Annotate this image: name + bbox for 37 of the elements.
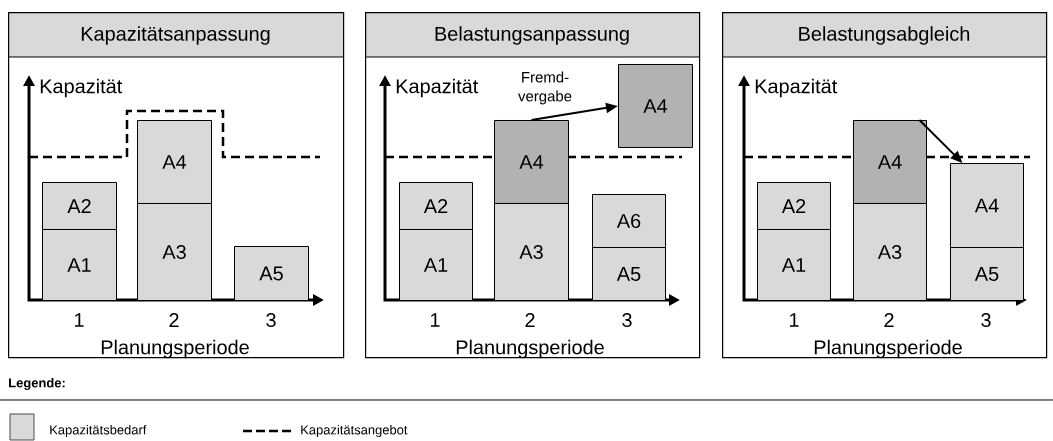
task-block: A2 (757, 182, 831, 230)
tick-label: 1 (75, 313, 84, 327)
legend-text: Kapazitätsbedarf (50, 424, 147, 438)
task-block: A1 (757, 229, 831, 301)
tick-label: 1 (431, 313, 440, 327)
task-block: A4 (137, 120, 212, 204)
task-block: A2 (42, 182, 117, 230)
tick-label: 3 (622, 312, 632, 328)
axis-label: Planungsperiode (814, 339, 962, 359)
task-block: A4 (494, 120, 569, 204)
task-block: A1 (42, 229, 117, 301)
task-block: A3 (137, 203, 212, 301)
legend-text: Kapazitätsangebot (301, 424, 408, 438)
task-block: A2 (399, 182, 473, 230)
task-block: A4 (950, 163, 1024, 248)
tick-label: 2 (169, 313, 179, 327)
tick-label: 3 (981, 312, 991, 328)
task-block: A6 (592, 194, 666, 248)
task-block: A1 (399, 229, 473, 301)
axis-label: Kapazität (40, 78, 123, 98)
task-block: A5 (592, 247, 666, 301)
axis-label: Kapazität (755, 78, 838, 98)
legend-title: Legende: (9, 377, 65, 391)
tick-label: 2 (884, 313, 894, 327)
axis-label: Kapazität (396, 78, 479, 98)
task-block: A4 (853, 120, 927, 204)
axis-label: Planungsperiode (101, 339, 249, 359)
task-block: A5 (234, 246, 309, 301)
task-block: A3 (853, 203, 927, 301)
task-block: A3 (494, 203, 569, 301)
task-block: A4 (618, 64, 693, 148)
task-block: A5 (950, 247, 1024, 301)
tick-label: 1 (790, 313, 799, 327)
tick-label: 3 (266, 312, 276, 328)
axis-label: Planungsperiode (456, 339, 604, 359)
edge-label: Fremd- vergabe (518, 71, 572, 105)
tick-label: 2 (525, 313, 535, 327)
